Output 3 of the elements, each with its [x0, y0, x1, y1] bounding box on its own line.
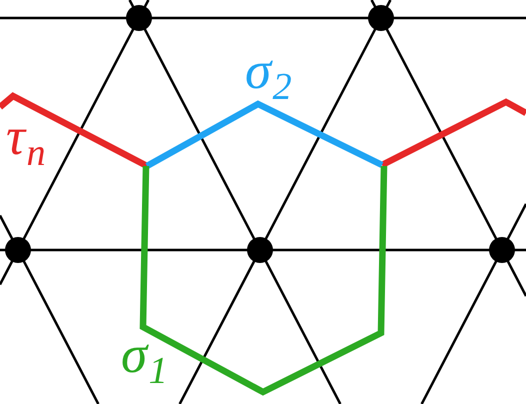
math-label: σ$_{2}$	[245, 45, 292, 106]
math-label: τ$_{n}$	[6, 111, 46, 172]
math-label: σ$_{1}$	[121, 329, 168, 390]
